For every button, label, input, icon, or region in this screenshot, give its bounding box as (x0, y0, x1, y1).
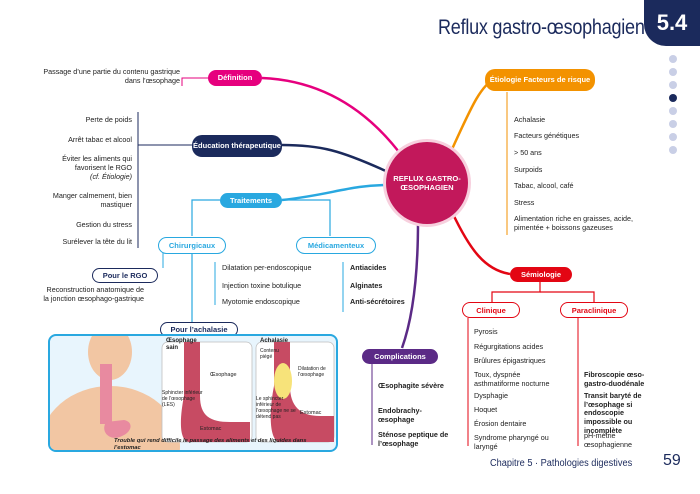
education-item: (cf. Étiologie) (90, 172, 132, 181)
illus-label: Estomac (300, 410, 322, 416)
etiologie-item: Alimentation riche en graisses, acide, p… (514, 214, 634, 232)
nav-dot (669, 146, 677, 154)
nav-dot (669, 55, 677, 63)
achalasia-illustration: Œsophage sain Achalasie Œsophage Sphinct… (48, 334, 338, 452)
complication-item: Sténose peptique de l’œsophage (378, 430, 449, 448)
complication-item: Endobrachy-œsophage (378, 406, 422, 424)
nav-dot (669, 81, 677, 89)
paraclinique-item: Transit baryté de l’œsophage si endoscop… (584, 391, 642, 435)
etiologie-item: Stress (514, 198, 535, 207)
nav-dot (669, 133, 677, 141)
clinique-node: Clinique (462, 302, 520, 318)
etiologie-item: Surpoids (514, 165, 543, 174)
central-node: REFLUX GASTRO-ŒSOPHAGIEN (386, 142, 468, 224)
anatomy-drawing (50, 336, 335, 450)
education-item: Perte de poids (85, 115, 132, 124)
illus-label: Dilatation de l’œsophage (298, 366, 326, 378)
definition-node: Définition (208, 70, 262, 86)
education-item: Surélever la tête du lit (62, 237, 132, 246)
semiologie-node: Sémiologie (510, 267, 572, 282)
illus-label: Œsophage (210, 372, 237, 378)
page-number: 59 (663, 452, 681, 469)
etiologie-node: Étiologie Facteurs de risque (485, 69, 595, 91)
paraclinique-item: Fibroscopie œso-gastro-duodénale (584, 370, 645, 388)
rgo-text: Reconstruction anatomique de la jonction… (43, 285, 144, 303)
etiologie-item: Facteurs génétiques (514, 131, 580, 140)
medicament-item: Anti-sécrétoires (350, 297, 405, 306)
education-item: Gestion du stress (76, 220, 132, 229)
nav-dot-active (669, 94, 677, 102)
chirurgicaux-node: Chirurgicaux (158, 237, 226, 254)
chirurgical-item: Injection toxine botulique (222, 281, 302, 290)
traitements-node: Traitements (220, 193, 282, 208)
education-node: Éducation thérapeutique (192, 135, 282, 157)
etiologie-item: Tabac, alcool, café (514, 181, 574, 190)
section-tab: 5.4 (644, 0, 700, 46)
illus-label-sain: Œsophage sain (166, 338, 197, 352)
medicament-item: Alginates (350, 281, 383, 290)
chirurgical-item: Myotomie endoscopique (222, 297, 300, 306)
medicament-item: Antiacides (350, 263, 387, 272)
education-item: Manger calmement, bien mastiquer (52, 191, 132, 209)
rgo-node: Pour le RGO (92, 268, 158, 283)
illus-label: Sphincter inférieur de l’œsophage (LES) (162, 390, 203, 408)
education-item: Éviter les aliments qui favorisent le RG… (62, 154, 132, 172)
illus-label-achalasie: Achalasie (260, 338, 289, 344)
clinique-item: Brûlures épigastriques (474, 356, 546, 365)
paraclinique-node: Paraclinique (560, 302, 628, 318)
clinique-item: Pyrosis (474, 327, 498, 336)
clinique-item: Régurgitations acides (474, 342, 544, 351)
nav-dot (669, 68, 677, 76)
nav-dot (669, 120, 677, 128)
illus-caption: Trouble qui rend difficile le passage de… (114, 438, 307, 451)
etiologie-item: > 50 ans (514, 148, 542, 157)
clinique-item: Dysphagie (474, 391, 508, 400)
complication-item: Œsophagite sévère (378, 381, 444, 390)
illus-label: Contenu piégé (260, 348, 279, 360)
complications-node: Complications (362, 349, 438, 364)
chirurgical-item: Dilatation per-endoscopique (222, 263, 312, 272)
etiologie-item: Achalasie (514, 115, 546, 124)
medicamenteux-node: Médicamenteux (296, 237, 376, 254)
education-item: Arrêt tabac et alcool (68, 135, 132, 144)
definition-text: Passage d’une partie du contenu gastriqu… (43, 67, 180, 85)
clinique-item: Toux, dyspnée asthmatiforme nocturne (474, 370, 550, 388)
page-title: Reflux gastro-œsophagien (438, 16, 645, 39)
clinique-item: Érosion dentaire (474, 419, 527, 428)
clinique-item: Hoquet (474, 405, 498, 414)
illus-label: Le sphincter inférieur de l’œsophage ne … (256, 396, 296, 420)
clinique-item: Syndrome pharyngé ou laryngé (474, 433, 549, 451)
illus-label: Estomac (200, 426, 222, 432)
paraclinique-item: pH-métrie œsophagienne (584, 431, 632, 449)
nav-dot (669, 107, 677, 115)
footer-chapter: Chapitre 5 · Pathologies digestives (490, 458, 633, 469)
